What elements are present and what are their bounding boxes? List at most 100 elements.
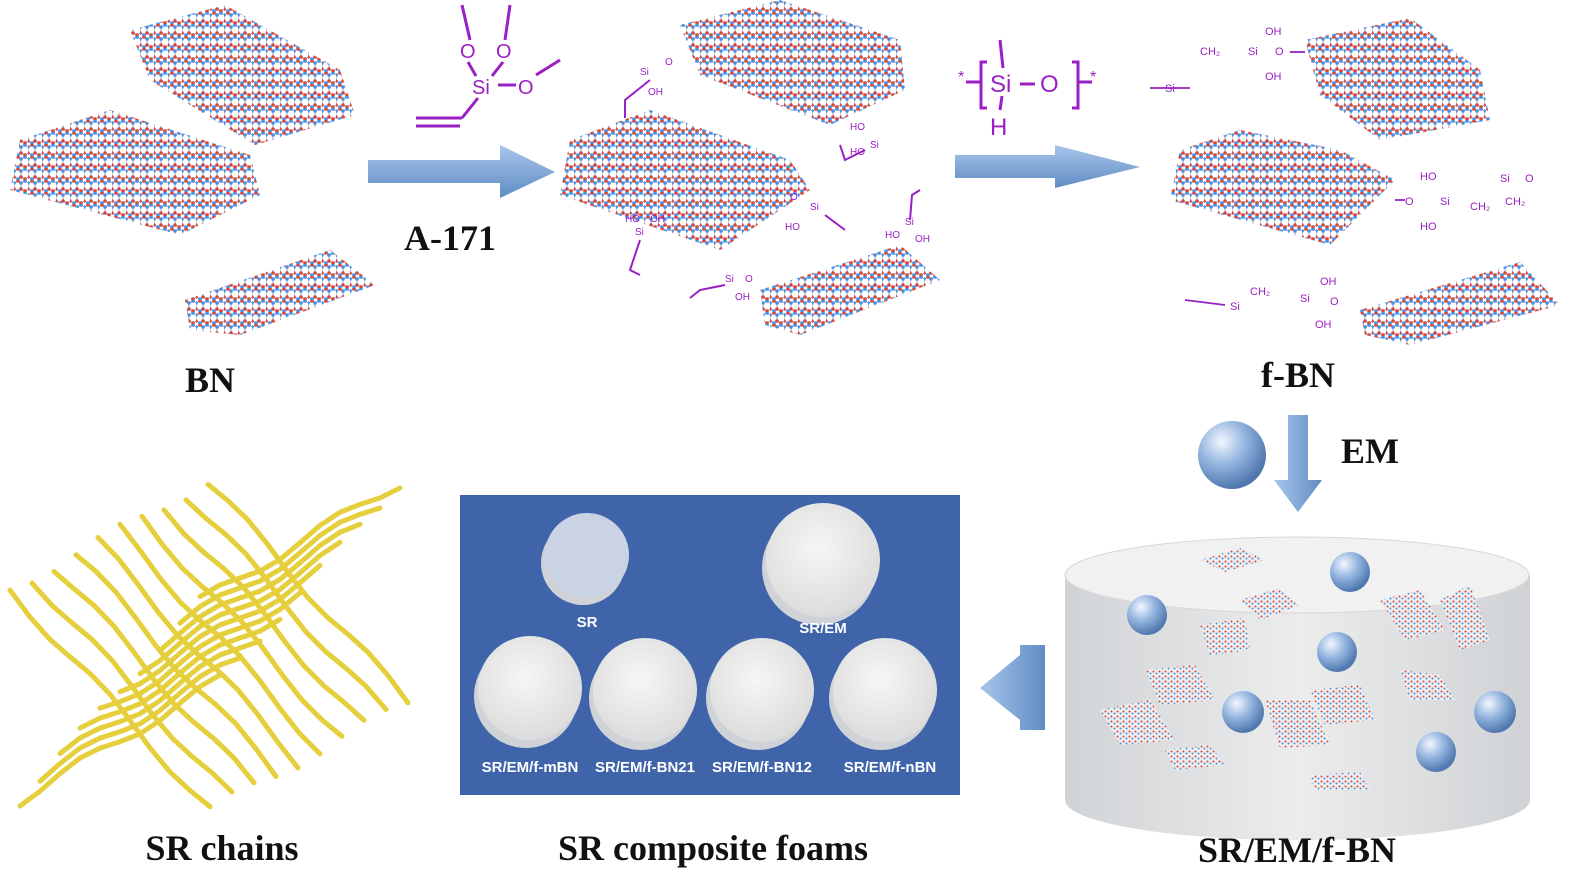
bn-sheet bbox=[560, 110, 810, 250]
f-bn-flake bbox=[1310, 772, 1370, 790]
em-microsphere bbox=[1127, 595, 1167, 635]
chem-ho: HO bbox=[1420, 171, 1437, 183]
chem-o: O bbox=[790, 192, 798, 203]
em-label: EM bbox=[1341, 431, 1399, 471]
sr-chain bbox=[205, 481, 411, 706]
sr-composite-foams-label: SR composite foams bbox=[558, 828, 868, 868]
silane-modified-bn: Si O OH Si HO HO Si O HO Si HO OH Si HO … bbox=[560, 0, 940, 335]
a171-o1: O bbox=[460, 41, 476, 63]
arrow-left bbox=[980, 645, 1045, 730]
sr-em-fbn-cylinder bbox=[1064, 536, 1530, 841]
chem-oh: OH bbox=[1315, 319, 1332, 331]
chem-si: Si bbox=[1300, 293, 1310, 305]
bn-sheet bbox=[1360, 262, 1560, 345]
polymer-si: Si bbox=[990, 71, 1011, 98]
em-microsphere bbox=[1474, 691, 1516, 733]
f-bn-flake bbox=[1400, 670, 1455, 700]
chem-ch2: CH₂ bbox=[1470, 201, 1490, 213]
sr-chain bbox=[137, 539, 343, 677]
chem-si: Si bbox=[1165, 83, 1175, 95]
chem-oh: OH bbox=[915, 234, 930, 245]
f-bn-flake bbox=[1310, 685, 1375, 725]
f-bn-flake bbox=[1380, 590, 1445, 640]
bn-sheet bbox=[185, 250, 375, 335]
sr-chain bbox=[161, 507, 367, 723]
sr-chain bbox=[183, 497, 389, 712]
chem-o: O bbox=[665, 57, 673, 68]
chem-o: O bbox=[745, 274, 753, 285]
foam-sample-label: SR/EM/f-nBN bbox=[844, 759, 937, 776]
chem-si: Si bbox=[1440, 196, 1450, 208]
foam-sample-disc bbox=[833, 638, 937, 742]
sr-chain bbox=[51, 568, 257, 786]
chem-oh: OH bbox=[648, 87, 663, 98]
chem-ho: HO bbox=[1420, 221, 1437, 233]
chem-si: Si bbox=[1248, 46, 1258, 58]
chem-ho: HO bbox=[625, 214, 640, 225]
bn-sheet bbox=[680, 0, 905, 125]
foam-sample-disc bbox=[593, 638, 697, 742]
sr-em-fbn-label: SR/EM/f-BN bbox=[1198, 830, 1396, 870]
a171-structure bbox=[416, 4, 561, 128]
sr-chain bbox=[7, 587, 213, 810]
bn-sheet bbox=[130, 5, 355, 145]
chem-o: O bbox=[1525, 173, 1534, 185]
chem-si: Si bbox=[640, 67, 649, 78]
a171-label: A-171 bbox=[404, 218, 496, 258]
sr-chains-network bbox=[7, 481, 411, 810]
polymer-h: H bbox=[990, 114, 1007, 141]
chem-si: Si bbox=[635, 227, 644, 238]
em-microsphere bbox=[1222, 691, 1264, 733]
chem-ch2: CH₂ bbox=[1250, 286, 1270, 298]
sr-chain bbox=[177, 505, 383, 626]
em-microsphere-icon bbox=[1198, 421, 1266, 489]
sr-chain bbox=[157, 521, 363, 654]
bn-sheet bbox=[1170, 130, 1395, 245]
bn-label: BN bbox=[185, 360, 235, 400]
chem-oh: OH bbox=[1265, 71, 1282, 83]
em-microsphere bbox=[1416, 732, 1456, 772]
chem-o: O bbox=[1275, 46, 1284, 58]
polymer-star-right: * bbox=[1090, 69, 1096, 86]
arrow-right-2 bbox=[955, 145, 1140, 188]
f-bn-sheets: OH Si O OH CH₂ Si HO O Si CH₂ CH₂ HO Si … bbox=[1150, 18, 1560, 345]
a171-si: Si bbox=[472, 77, 490, 99]
chem-oh: OH bbox=[650, 214, 665, 225]
em-microsphere bbox=[1330, 552, 1370, 592]
f-bn-flake bbox=[1200, 618, 1250, 655]
sr-chain bbox=[197, 485, 403, 600]
f-bn-flake bbox=[1145, 665, 1215, 705]
chem-si: Si bbox=[1230, 301, 1240, 313]
sr-chain bbox=[117, 521, 323, 757]
chem-si: Si bbox=[810, 202, 819, 213]
chem-ho: HO bbox=[850, 122, 865, 133]
chem-o: O bbox=[1330, 296, 1339, 308]
chem-ho: HO bbox=[785, 222, 800, 233]
bn-sheet bbox=[10, 110, 260, 235]
f-bn-label: f-BN bbox=[1261, 355, 1335, 395]
sr-chain bbox=[73, 552, 279, 780]
sr-chain bbox=[95, 534, 301, 771]
foam-sample-label: SR/EM bbox=[799, 620, 847, 637]
chem-si: Si bbox=[725, 274, 734, 285]
f-bn-flake bbox=[1100, 700, 1175, 745]
foam-sample-disc bbox=[766, 503, 880, 617]
sr-chain bbox=[139, 513, 345, 739]
bn-sheet bbox=[1305, 18, 1490, 140]
sr-chain bbox=[37, 655, 243, 784]
f-bn-flake bbox=[1165, 745, 1225, 770]
chem-oh: OH bbox=[735, 292, 750, 303]
chem-si: Si bbox=[905, 217, 914, 228]
sr-chain bbox=[117, 562, 323, 695]
chem-o: O bbox=[1405, 196, 1414, 208]
foam-sample-label: SR/EM/f-mBN bbox=[482, 759, 579, 776]
chem-ch2: CH₂ bbox=[1200, 46, 1220, 58]
chem-si: Si bbox=[870, 140, 879, 151]
f-bn-flake bbox=[1200, 548, 1265, 572]
a171-o2: O bbox=[496, 41, 512, 63]
foam-sample-label: SR/EM/f-BN21 bbox=[595, 759, 695, 776]
chem-oh: OH bbox=[1265, 26, 1282, 38]
sr-chains-label: SR chains bbox=[145, 828, 298, 868]
